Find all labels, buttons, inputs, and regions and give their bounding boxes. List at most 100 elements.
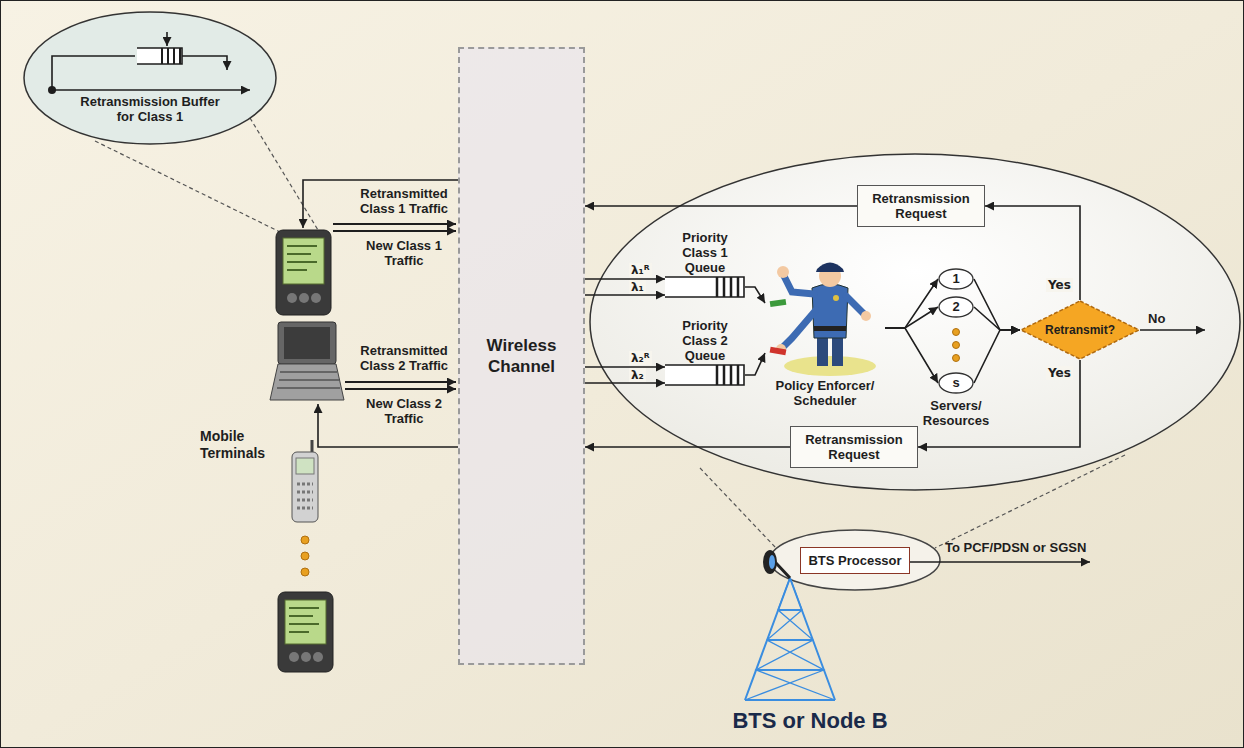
node-text: 2 <box>938 296 974 318</box>
server-node: 1 <box>938 268 974 290</box>
connector <box>585 205 857 207</box>
edge-label: λ₂ <box>629 368 646 382</box>
pda-terminal <box>289 652 299 662</box>
queue-symbol <box>665 275 745 299</box>
pda-terminal <box>313 652 323 662</box>
connector <box>585 446 790 448</box>
pda-terminal <box>276 230 331 315</box>
traffic-label: Retransmitted Class 2 Traffic <box>352 343 456 373</box>
connector-group <box>585 206 1080 447</box>
return-line <box>303 180 458 228</box>
server-ellipse <box>939 373 973 393</box>
processor-leader <box>935 455 1125 548</box>
connector <box>745 287 765 303</box>
phone-terminal <box>311 440 314 452</box>
pda-terminal <box>301 652 311 662</box>
connector <box>974 307 1020 330</box>
laptop-terminal <box>270 364 344 400</box>
node-text: Policy Enforcer/ Scheduler <box>765 378 885 408</box>
traffic-arrow <box>333 224 456 389</box>
processor-leader <box>700 468 776 548</box>
node-text: Retransmit? <box>1045 323 1115 338</box>
phone-terminal <box>292 440 318 522</box>
pda-terminal <box>287 246 317 270</box>
traffic-label: New Class 1 Traffic <box>352 238 456 268</box>
request-box: Retransmission Request <box>857 185 985 227</box>
return-line <box>303 180 458 447</box>
connector <box>585 382 665 384</box>
queue-symbol <box>665 365 744 385</box>
connector <box>745 353 765 375</box>
policeman-figure <box>777 266 789 278</box>
pda-terminal <box>287 293 297 303</box>
callout-leader <box>250 118 318 230</box>
pda-terminal <box>278 592 333 672</box>
processor-ellipse <box>770 530 940 590</box>
callout-ellipse <box>24 12 276 144</box>
laptop-terminal <box>270 322 344 400</box>
policeman-figure <box>770 299 787 307</box>
edge-label: Yes <box>1046 366 1073 380</box>
ellipsis-dots <box>301 552 309 560</box>
antenna-dish <box>769 555 775 569</box>
policeman-figure <box>816 263 844 273</box>
pda-terminal <box>299 293 309 303</box>
queue-symbol <box>665 277 744 297</box>
node-text: Priority Class 1 Queue <box>665 230 745 275</box>
policeman-figure <box>784 356 876 376</box>
server-node: 2 <box>938 296 974 318</box>
channel-band: Wireless Channel <box>458 47 585 665</box>
callout-ellipse <box>52 89 250 91</box>
request-box: Retransmission Request <box>790 426 918 468</box>
pda-terminal <box>285 600 326 644</box>
pda-terminal <box>289 608 319 632</box>
processor-leader <box>700 455 1125 548</box>
antenna-dish <box>776 563 790 578</box>
traffic-arrow <box>345 381 456 383</box>
priority-queue: Priority Class 1 Queue <box>665 230 745 299</box>
node-text: Retransmission Request <box>797 432 911 462</box>
node-text: 1 <box>938 268 974 290</box>
server-dots <box>953 329 960 336</box>
node-text: Wireless Channel <box>470 335 573 377</box>
phone-terminal <box>296 458 314 474</box>
callout-ellipse <box>182 56 227 70</box>
connector <box>974 330 1020 383</box>
connector <box>585 278 665 280</box>
group-label: Servers/ Resources <box>906 398 1006 428</box>
connector <box>985 206 1080 300</box>
branch-label: No <box>1148 311 1188 326</box>
policeman-figure <box>784 276 814 294</box>
phone-terminal <box>292 452 318 522</box>
policeman-figure <box>817 334 828 366</box>
server-ellipse <box>939 297 973 317</box>
queue-symbol <box>717 365 738 385</box>
server-dots <box>953 355 960 362</box>
ellipsis-dots <box>301 568 309 576</box>
priority-queue: Priority Class 2 Queue <box>665 318 745 387</box>
queue-symbol <box>665 363 745 387</box>
group-label: Mobile Terminals <box>200 428 282 462</box>
policeman-figure <box>832 334 843 366</box>
output-arrow <box>910 561 1090 563</box>
policeman-figure <box>846 296 864 314</box>
policeman-figure <box>782 310 816 348</box>
laptop-terminal <box>284 327 330 359</box>
processor-box: BTS Processor <box>800 547 910 574</box>
connector <box>974 279 1020 330</box>
output-label: To PCF/PDSN or SGSN <box>945 540 1125 555</box>
exit-arrow <box>1140 329 1205 331</box>
connector <box>885 279 938 328</box>
phone-terminal <box>297 484 313 508</box>
antenna-dish <box>763 550 790 578</box>
callout-ellipse <box>137 48 182 64</box>
server-node: s <box>938 372 974 394</box>
pda-terminal <box>276 230 331 315</box>
server-dots <box>953 342 960 349</box>
tower <box>745 610 835 700</box>
tower <box>745 578 835 700</box>
connector <box>885 307 938 328</box>
buffer-callout: Retransmission Buffer for Class 1 <box>22 10 278 146</box>
